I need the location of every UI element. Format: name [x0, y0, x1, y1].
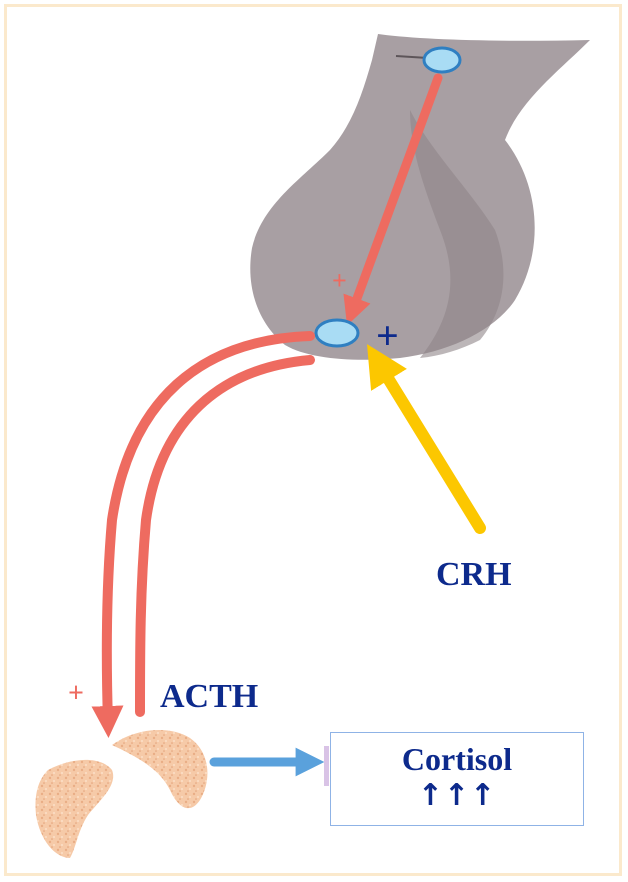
hypothalamic-neuron-icon: [424, 48, 460, 72]
red-arrow-acth-inner: [140, 360, 310, 712]
stimulation-plus-bottom: +: [68, 678, 84, 710]
yellow-arrow-crh: [378, 362, 480, 528]
stimulation-plus-top: +: [332, 266, 347, 296]
crh-stimulation-plus: +: [376, 312, 399, 359]
blue-arrow-tail-mark: [324, 746, 329, 786]
cortisol-title: Cortisol: [331, 741, 583, 778]
acth-label: ACTH: [160, 678, 258, 716]
pituitary-cell-icon: [316, 320, 358, 346]
adrenal-glands-icon: [36, 730, 208, 858]
pituitary-gland-icon: [250, 34, 590, 360]
crh-label: CRH: [436, 556, 512, 594]
cortisol-box: Cortisol ↑↑↑: [330, 732, 584, 826]
cortisol-increase-arrows: ↑↑↑: [331, 778, 583, 813]
